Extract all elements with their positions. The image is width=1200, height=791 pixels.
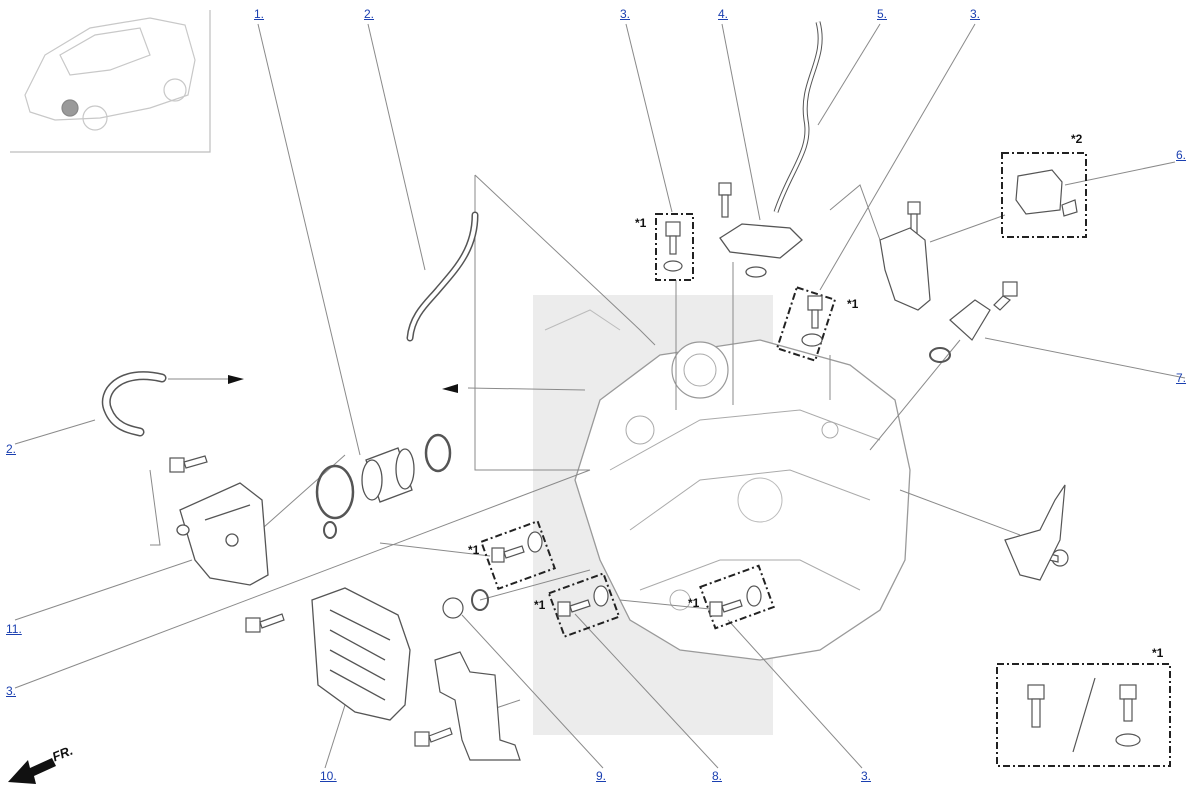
speed-sensor <box>929 299 991 363</box>
note-marker-1-a: *1 <box>635 216 647 230</box>
bolt-parts <box>169 182 1141 753</box>
control-unit <box>311 587 411 721</box>
callout-8[interactable]: 8. <box>712 769 723 783</box>
note-marker-2: *2 <box>1071 132 1083 146</box>
callout-9[interactable]: 9. <box>596 769 607 783</box>
oil-strainer <box>719 223 803 278</box>
arrowheads <box>228 375 458 393</box>
callout-1[interactable]: 1. <box>254 7 265 21</box>
callout-3-left[interactable]: 3. <box>6 684 17 698</box>
relay-module <box>1015 169 1078 217</box>
transmission-housing <box>533 295 911 735</box>
dashed-boxes <box>479 152 1171 767</box>
note-marker-1-legend: *1 <box>1152 646 1164 660</box>
callout-7[interactable]: 7. <box>1176 371 1187 385</box>
callout-2-top[interactable]: 2. <box>364 7 375 21</box>
front-direction-arrow-icon <box>8 758 56 784</box>
vehicle-locator-thumbnail <box>10 10 211 153</box>
note-marker-1-d: *1 <box>534 598 546 612</box>
lower-bracket <box>434 651 521 761</box>
callout-2-left[interactable]: 2. <box>6 442 17 456</box>
callout-6[interactable]: 6. <box>1176 148 1187 162</box>
note-marker-1-e: *1 <box>688 596 700 610</box>
sensor-bracket <box>879 227 931 311</box>
callout-3-bottom[interactable]: 3. <box>861 769 872 783</box>
hose-upper <box>406 211 479 342</box>
hose-left <box>101 371 167 437</box>
harness-bracket <box>1004 484 1066 581</box>
callout-11[interactable]: 11. <box>6 622 22 636</box>
oil-cooler-housing <box>176 482 269 586</box>
callout-4[interactable]: 4. <box>718 7 729 21</box>
callout-10[interactable]: 10. <box>320 769 337 783</box>
callout-5[interactable]: 5. <box>877 7 888 21</box>
callout-3-top-a[interactable]: 3. <box>620 7 631 21</box>
oil-cooler-filter <box>315 433 452 539</box>
note-marker-1-c: *1 <box>468 543 480 557</box>
note-marker-1-b: *1 <box>847 297 859 311</box>
dipstick-tube <box>773 21 823 213</box>
leader-lines <box>14 23 1186 769</box>
callout-3-top-b[interactable]: 3. <box>970 7 981 21</box>
